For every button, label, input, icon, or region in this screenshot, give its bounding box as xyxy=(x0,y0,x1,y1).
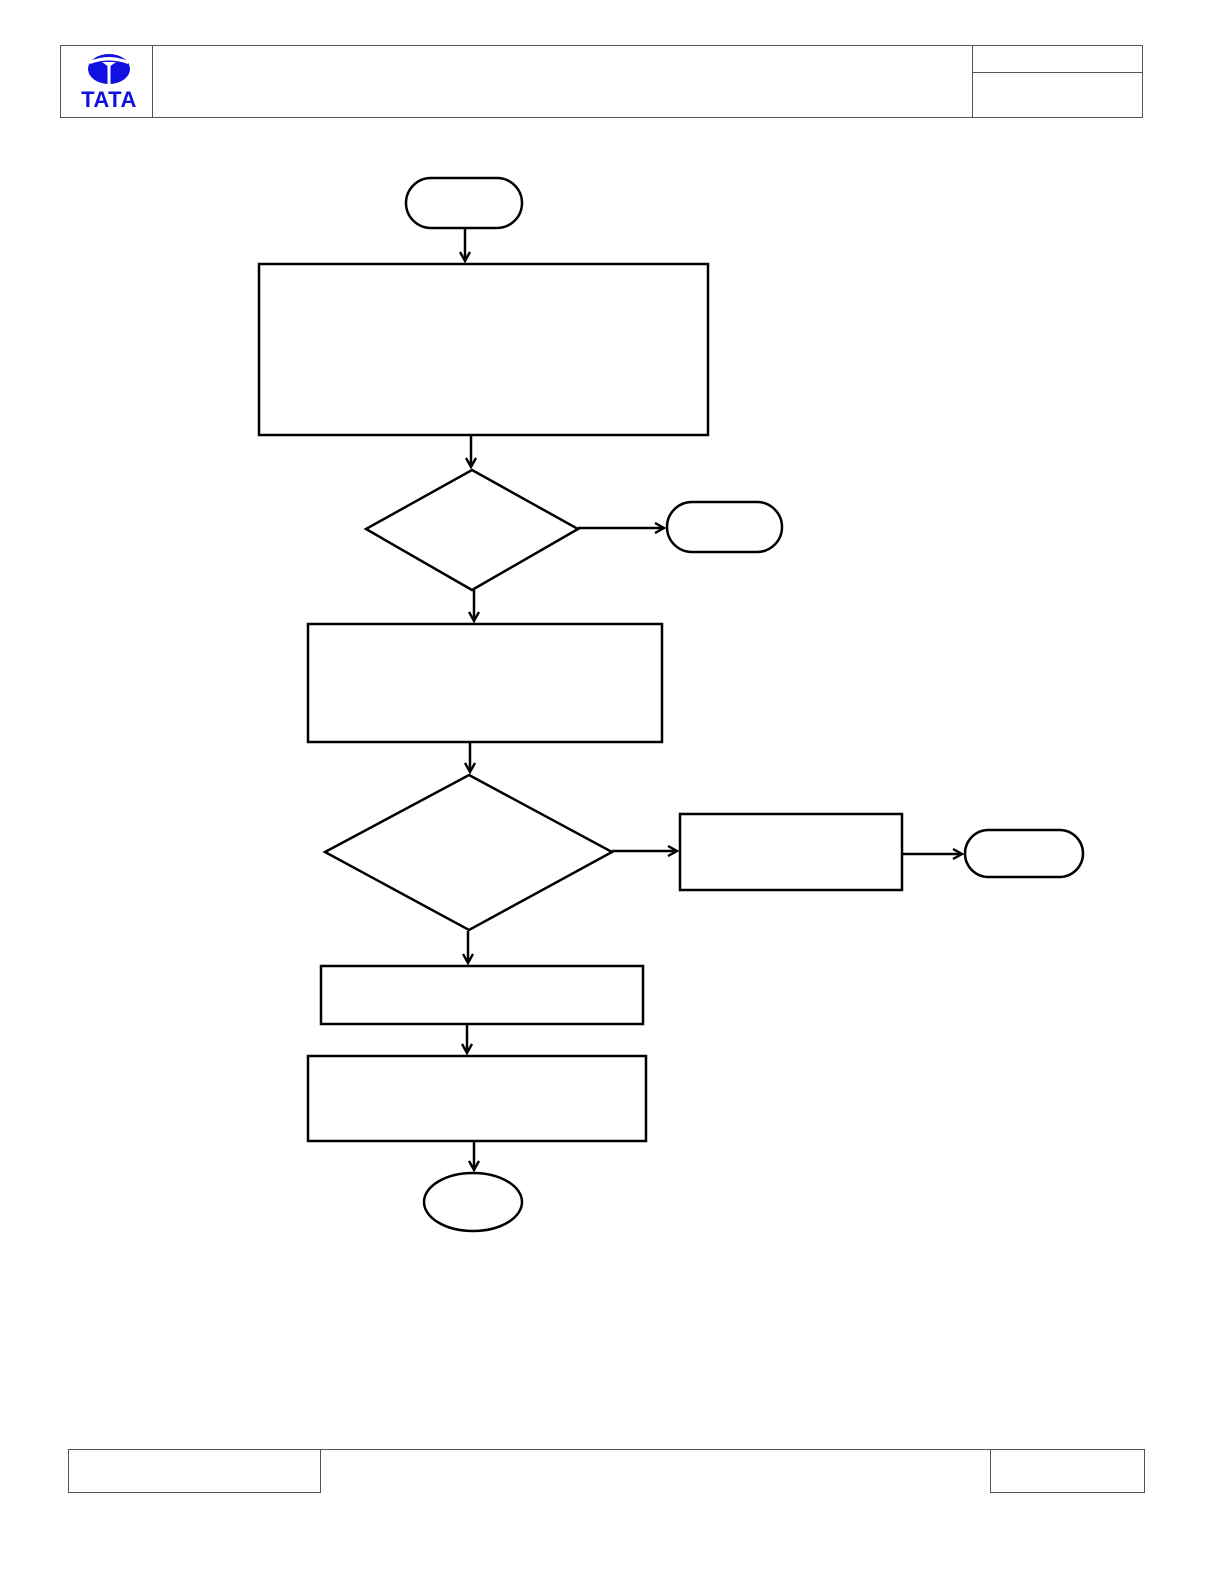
footer-cell-left xyxy=(68,1449,321,1493)
decision-diamond-2 xyxy=(322,773,615,932)
exit-terminator-2 xyxy=(963,828,1085,879)
footer-rule-top xyxy=(321,1449,991,1450)
end-terminator xyxy=(422,1171,524,1233)
process-box-side xyxy=(678,812,904,892)
decision-diamond-1 xyxy=(363,468,581,592)
footer-left-text xyxy=(69,1450,320,1474)
process-box-3 xyxy=(319,964,645,1026)
header-frame xyxy=(60,45,1143,118)
tata-logo-emblem-icon: TATA xyxy=(81,54,137,112)
start-terminator xyxy=(404,176,524,230)
process-box-1 xyxy=(257,262,710,437)
tata-logo: TATA xyxy=(62,47,152,116)
header-divider-horizontal xyxy=(972,72,1143,73)
process-box-2 xyxy=(306,622,664,744)
header-divider-right xyxy=(972,45,973,118)
process-box-4 xyxy=(306,1054,648,1143)
header-divider-left xyxy=(152,45,153,118)
exit-terminator-1 xyxy=(665,500,784,554)
footer-right-text xyxy=(991,1450,1144,1474)
footer-cell-right xyxy=(990,1449,1145,1493)
brand-name: TATA xyxy=(81,87,137,112)
